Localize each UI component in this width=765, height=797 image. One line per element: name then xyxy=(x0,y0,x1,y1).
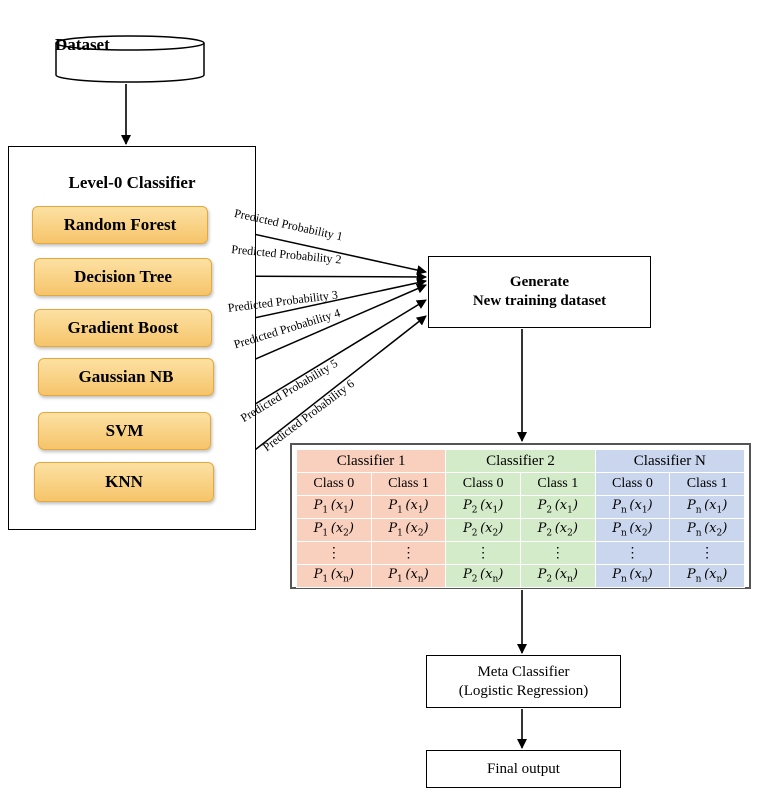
prob-cell: Pn (x1) xyxy=(669,495,745,519)
prob-cell: P2 (x1) xyxy=(445,495,521,519)
prob-cell: P1 (x2) xyxy=(296,518,372,542)
classifier-svm: SVM xyxy=(38,412,211,450)
classifier-knn: KNN xyxy=(34,462,214,502)
prob-cell: P1 (xn) xyxy=(296,564,372,588)
prob-cell: P1 (xn) xyxy=(370,564,447,588)
classifier-decision-tree: Decision Tree xyxy=(34,258,212,296)
class-header: Class 1 xyxy=(370,472,447,496)
group-header-classifier-1: Classifier 1 xyxy=(295,449,447,473)
prob-cell: P1 (x2) xyxy=(370,518,447,542)
classifier-gaussian-nb: Gaussian NB xyxy=(38,358,214,396)
prob-cell: Pn (x1) xyxy=(594,495,671,519)
prob-cell: Pn (xn) xyxy=(594,564,671,588)
prob-cell: P1 (x1) xyxy=(370,495,447,519)
level0-title: Level-0 Classifier xyxy=(68,173,196,192)
ellipsis-cell: ⋮ xyxy=(370,541,447,565)
table-class-row: Class 0 Class 1 Class 0 Class 1 Class 0 … xyxy=(296,472,745,496)
table-row: ⋮ ⋮ ⋮ ⋮ ⋮ ⋮ xyxy=(296,541,745,565)
dataset-label: Dataset xyxy=(55,35,110,54)
class-header: Class 0 xyxy=(445,472,521,496)
class-header: Class 0 xyxy=(594,472,671,496)
group-header-classifier-2: Classifier 2 xyxy=(445,449,596,473)
class-header: Class 1 xyxy=(519,472,596,496)
ellipsis-cell: ⋮ xyxy=(296,541,372,565)
generate-dataset-node: Generate New training dataset xyxy=(428,256,651,328)
meta-line2: (Logistic Regression) xyxy=(458,682,589,699)
classifier-random-forest: Random Forest xyxy=(32,206,208,244)
table-group-row: Classifier 1 Classifier 2 Classifier N xyxy=(295,449,746,473)
generate-line2: New training dataset xyxy=(472,293,607,309)
prob-cell: Pn (x2) xyxy=(669,518,745,542)
table-row: P1 (x1) P1 (x1) P2 (x1) P2 (x1) Pn (x1) … xyxy=(296,495,745,519)
meta-classifier-node: Meta Classifier (Logistic Regression) xyxy=(426,655,621,708)
probability-table: Classifier 1 Classifier 2 Classifier N C… xyxy=(290,443,751,589)
prob-cell: P2 (x2) xyxy=(445,518,521,542)
generate-line1: Generate xyxy=(509,274,570,290)
ellipsis-cell: ⋮ xyxy=(445,541,521,565)
prob-cell: P2 (x2) xyxy=(519,518,596,542)
final-output-node: Final output xyxy=(426,750,621,788)
dataset-node: Dataset xyxy=(55,35,205,83)
prob-cell: Pn (xn) xyxy=(669,564,745,588)
group-header-classifier-n: Classifier N xyxy=(594,449,746,473)
prob-cell: P2 (xn) xyxy=(519,564,596,588)
prob-cell: P2 (xn) xyxy=(445,564,521,588)
table-row: P1 (x2) P1 (x2) P2 (x2) P2 (x2) Pn (x2) … xyxy=(296,518,745,542)
final-output-label: Final output xyxy=(487,760,560,777)
prob-cell: P2 (x1) xyxy=(519,495,596,519)
table-row: P1 (xn) P1 (xn) P2 (xn) P2 (xn) Pn (xn) … xyxy=(296,564,745,588)
prob-cell: P1 (x1) xyxy=(296,495,372,519)
classifier-gradient-boost: Gradient Boost xyxy=(34,309,212,347)
ellipsis-cell: ⋮ xyxy=(669,541,745,565)
meta-line1: Meta Classifier xyxy=(477,663,570,680)
ellipsis-cell: ⋮ xyxy=(519,541,596,565)
class-header: Class 1 xyxy=(669,472,745,496)
database-cylinder-icon xyxy=(55,35,205,83)
ellipsis-cell: ⋮ xyxy=(594,541,671,565)
prob-cell: Pn (x2) xyxy=(594,518,671,542)
class-header: Class 0 xyxy=(296,472,372,496)
